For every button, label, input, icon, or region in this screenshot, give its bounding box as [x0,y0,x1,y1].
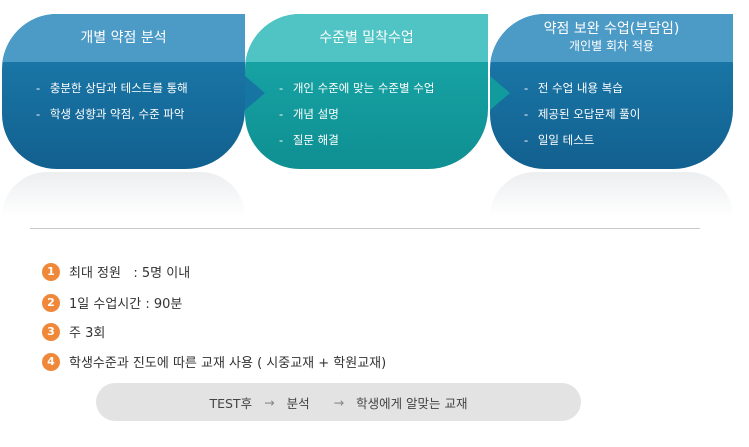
flow-step: TEST후 [209,395,253,411]
step-item: 학생 성향과 약점, 수준 파악 [36,106,245,122]
flow-step: 분석 [286,395,310,411]
step-title: 약점 보완 수업(부담임) [543,21,680,37]
reflection [490,172,733,217]
flow-pill: TEST후 → 분석 → 학생에게 알맞는 교재 [96,383,581,421]
number-badge: 1 [42,262,60,281]
step-title: 개별 약점 분석 [80,29,167,46]
step-item: 개념 설명 [279,106,488,122]
arrow-icon: → [333,394,345,410]
flow-step: 학생에게 알맞는 교재 [356,395,468,411]
arrow-right-icon [245,76,265,110]
divider [30,228,700,229]
number-badge: 3 [42,322,60,341]
info-text: 주 3회 [69,326,106,341]
info-text: 최대 정원 : 5명 이내 [69,266,191,281]
number-badge: 2 [42,293,60,312]
info-item: 3 주 3회 [42,322,105,341]
step-title: 수준별 밀착수업 [319,29,414,46]
arrow-right-icon [490,76,510,110]
step-item: 제공된 오답문제 풀이 [524,106,733,122]
info-text: 학생수준과 진도에 따른 교재 사용 ( 시중교재 + 학원교재) [69,356,387,371]
reflection [2,172,245,217]
step-card-supplement-class: 약점 보완 수업(부담임) 개인별 회차 적용 전 수업 내용 복습 제공된 오답… [490,14,733,169]
step-card-weakness-analysis: 개별 약점 분석 충분한 상담과 테스트를 통해 학생 성향과 약점, 수준 파… [2,14,245,169]
step-item: 질문 해결 [279,132,488,148]
info-text: 1일 수업시간 : 90분 [69,297,183,312]
number-badge: 4 [42,352,60,371]
info-item: 2 1일 수업시간 : 90분 [42,293,182,312]
step-card-level-class: 수준별 밀착수업 개인 수준에 맞는 수준별 수업 개념 설명 질문 해결 [245,14,488,169]
step-subtitle: 개인별 회차 적용 [569,39,654,53]
arrow-icon: → [264,394,275,410]
info-item: 1 최대 정원 : 5명 이내 [42,262,190,281]
step-item: 일일 테스트 [524,132,733,148]
step-item: 개인 수준에 맞는 수준별 수업 [279,80,488,96]
step-item: 충분한 상담과 테스트를 통해 [36,80,245,96]
info-item: 4 학생수준과 진도에 따른 교재 사용 ( 시중교재 + 학원교재) [42,352,386,371]
step-item: 전 수업 내용 복습 [524,80,733,96]
